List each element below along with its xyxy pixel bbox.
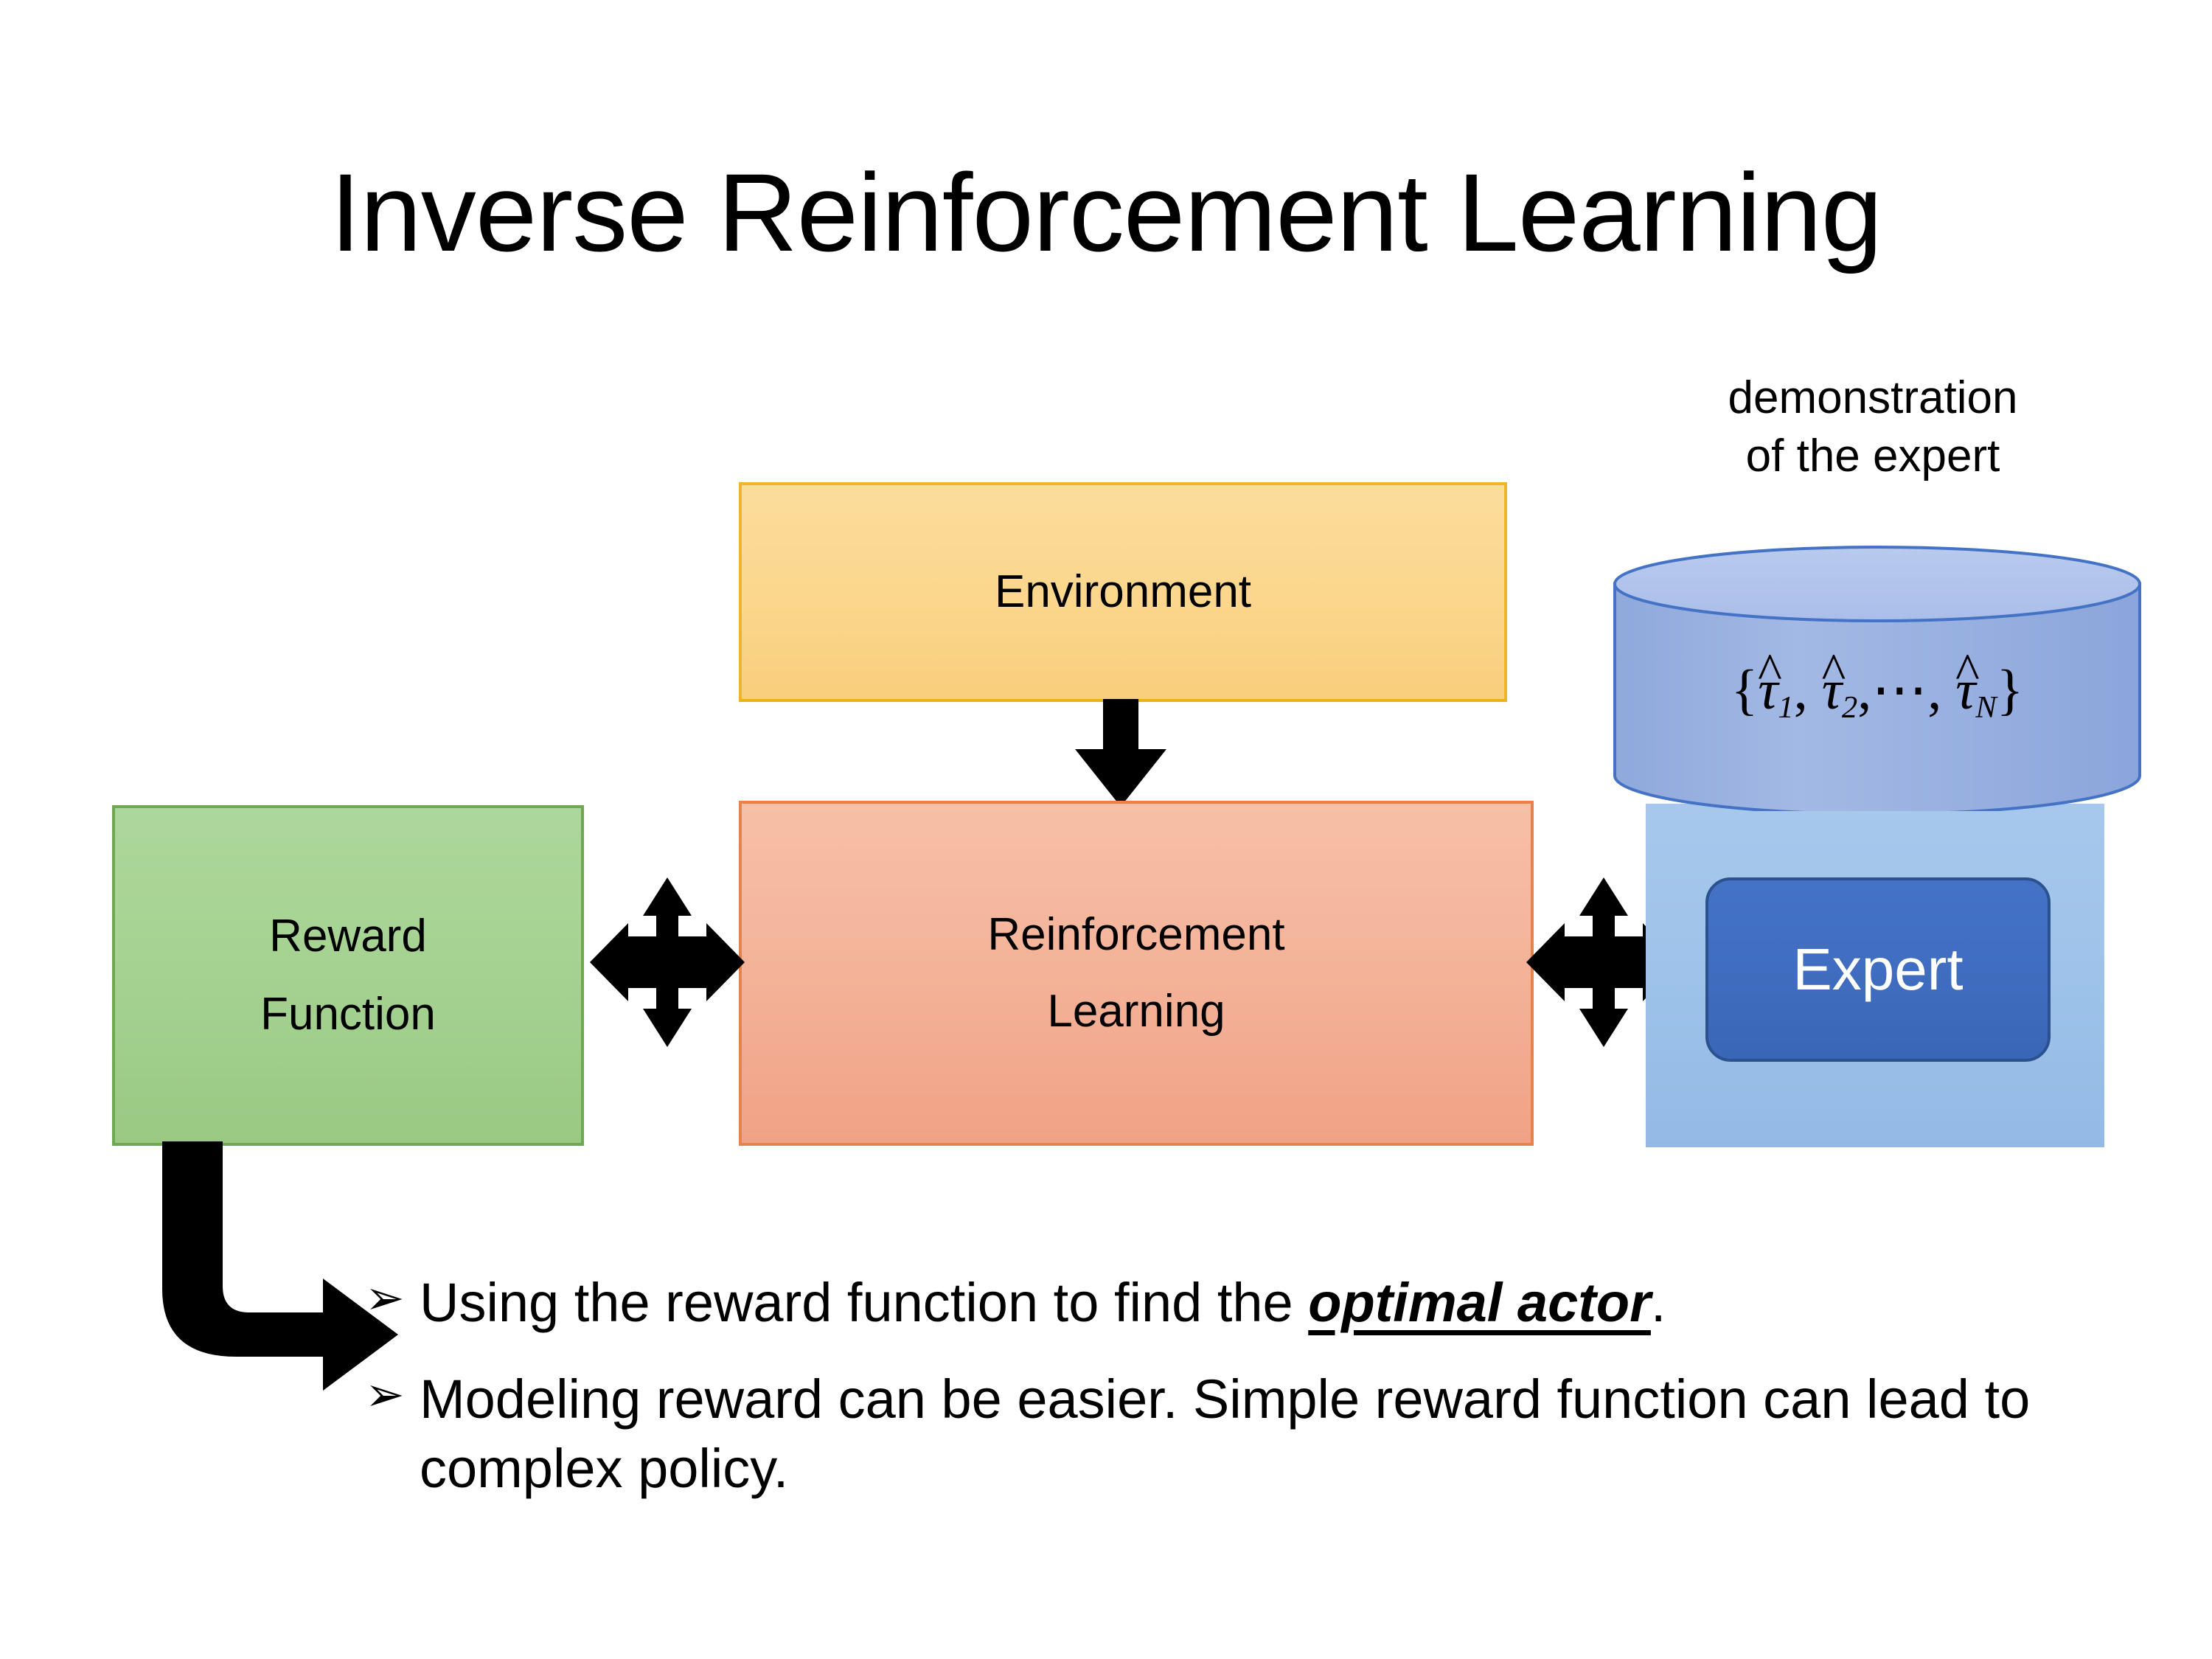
formula-open-brace: {: [1731, 659, 1759, 721]
reinforcement-learning-box[interactable]: Reinforcement Learning: [739, 801, 1534, 1146]
formula-ellipsis: ⋯: [1871, 659, 1928, 721]
bullet-arrow-icon: ➢: [365, 1367, 405, 1421]
list-item: ➢ Modeling reward can be easier. Simple …: [365, 1365, 2090, 1504]
formula-hat-1: ^: [1758, 644, 1782, 701]
formula-comma-2: ,: [1857, 659, 1872, 721]
formula-sub-1: 1: [1778, 689, 1794, 725]
trajectory-cylinder-icon: [1612, 546, 2143, 811]
bent-arrow-icon: [162, 1141, 398, 1391]
reinforcement-learning-box-label-line1: Reinforcement: [987, 909, 1285, 961]
bullet-1-text-before: Using the reward function to find the: [420, 1272, 1309, 1333]
reinforcement-learning-box-label-line2: Learning: [1047, 986, 1225, 1037]
formula-hat-n: ^: [1955, 644, 1980, 701]
formula-comma-3: ,: [1927, 659, 1942, 721]
environment-box[interactable]: Environment: [739, 482, 1507, 702]
environment-box-label: Environment: [994, 566, 1252, 618]
bullet-1-emphasis: optimal actor: [1308, 1272, 1651, 1333]
bullet-text-2: Modeling reward can be easier. Simple re…: [420, 1368, 2031, 1500]
demonstration-caption-line1: demonstration: [1728, 372, 2018, 423]
reward-function-box-label-line1: Reward: [269, 911, 427, 962]
down-arrow-icon: [1075, 699, 1166, 807]
bullet-arrow-icon: ➢: [365, 1271, 405, 1324]
bullet-list: ➢ Using the reward function to find the …: [365, 1268, 2090, 1531]
expert-button-label: Expert: [1792, 936, 1964, 1002]
formula-sub-n: N: [1975, 689, 1997, 725]
formula-hat-2: ^: [1821, 644, 1846, 701]
left-right-up-down-arrow-icon: [590, 877, 745, 1047]
page-title: Inverse Reinforcement Learning: [330, 150, 1883, 274]
formula-tau-1: τ: [1758, 659, 1778, 721]
formula-tau-n: τ: [1955, 659, 1976, 721]
demonstration-caption-line2: of the expert: [1745, 431, 2000, 482]
formula-comma-1: ,: [1793, 659, 1808, 721]
expert-button[interactable]: Expert: [1705, 877, 2051, 1062]
reward-function-box-label-line2: Function: [260, 989, 436, 1040]
trajectory-set-formula: {^τ1, ^τ2,⋯, ^τN}: [1612, 644, 2143, 726]
bullet-1-text-after: .: [1650, 1272, 1666, 1333]
demonstration-caption: demonstration of the expert: [1622, 369, 2124, 486]
left-right-up-down-arrow-icon: [1526, 877, 1681, 1047]
list-item: ➢ Using the reward function to find the …: [365, 1268, 2090, 1338]
formula-sub-2: 2: [1841, 689, 1858, 725]
bullet-text-1: Using the reward function to find the op…: [420, 1268, 2090, 1338]
formula-tau-2: τ: [1821, 659, 1842, 721]
formula-close-brace: }: [1996, 659, 2024, 721]
reward-function-box[interactable]: Reward Function: [112, 805, 584, 1146]
